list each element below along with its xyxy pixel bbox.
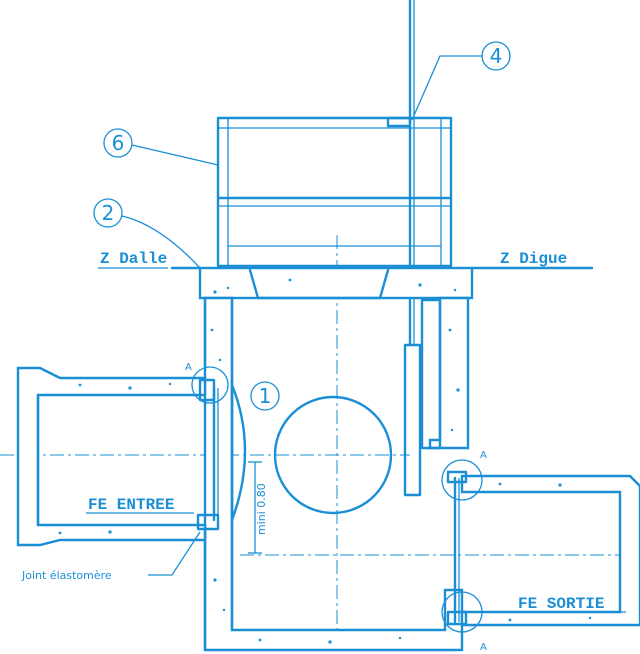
slab: [170, 266, 594, 300]
z-dalle-label: Z Dalle: [100, 250, 167, 268]
detail-a-top-left: A: [185, 362, 192, 373]
mini-dimension-label: mini 0.80: [255, 483, 268, 535]
fe-sortie-label: FE SORTIE: [518, 595, 604, 613]
callout-2-number: 2: [102, 201, 115, 225]
concrete-texture: [58, 278, 592, 644]
callout-4: 4: [411, 41, 511, 121]
z-digue-label: Z Digue: [500, 250, 567, 268]
fe-entree-label: FE ENTREE: [88, 496, 174, 514]
valve-rod: [386, 0, 422, 497]
detail-a-bottom-right: A: [480, 642, 487, 653]
inlet-pipe: [16, 366, 247, 547]
callout-6-number: 6: [112, 131, 125, 155]
joint-label: Joint élastomère: [21, 569, 112, 582]
detail-a-mid-right: A: [480, 450, 487, 461]
detail-circles: [191, 366, 483, 633]
callout-1-number: 1: [259, 384, 272, 408]
outlet-pipe: [446, 470, 640, 627]
callout-2: 2: [93, 198, 201, 269]
upper-frame: [216, 116, 453, 268]
callout-1: 1: [250, 381, 280, 411]
chamber-walls: [203, 296, 470, 652]
mini-dimension: [248, 461, 262, 554]
circular-opening: [273, 395, 393, 515]
callout-6: 6: [103, 128, 219, 166]
callout-4-number: 4: [490, 44, 503, 68]
